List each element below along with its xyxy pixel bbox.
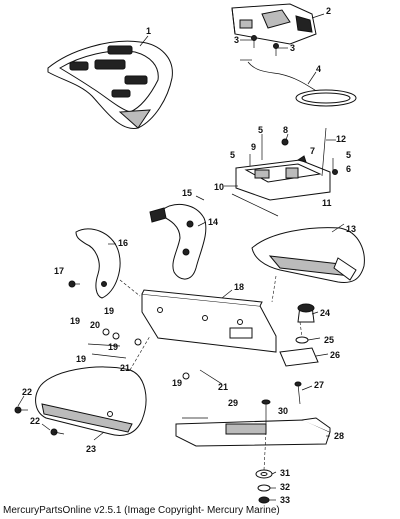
callout-labels: 1 2 3 3 4 5 8 9 7 12 5 5 6 10 11 15 14 1… bbox=[22, 6, 356, 505]
leader-lines bbox=[17, 13, 345, 501]
callout-13: 13 bbox=[346, 224, 356, 234]
part-base-plate-28 bbox=[175, 417, 331, 447]
callout-20: 20 bbox=[90, 320, 100, 330]
callout-16: 16 bbox=[118, 238, 128, 248]
callout-3a: 3 bbox=[234, 35, 239, 45]
exploded-parts-diagram: 1 2 3 3 4 5 8 9 7 12 5 5 6 10 11 15 14 1… bbox=[14, 3, 365, 505]
callout-30: 30 bbox=[278, 406, 288, 416]
part-washer-25 bbox=[295, 336, 309, 344]
callout-27: 27 bbox=[314, 380, 324, 390]
part-main-plate-18 bbox=[141, 289, 277, 353]
callout-28: 28 bbox=[334, 431, 344, 441]
callout-18: 18 bbox=[234, 282, 244, 292]
callout-5a: 5 bbox=[258, 125, 263, 135]
part-screws-3 bbox=[251, 35, 279, 56]
callout-4: 4 bbox=[316, 64, 321, 74]
part-lever-14 bbox=[149, 203, 207, 280]
callout-3b: 3 bbox=[290, 43, 295, 53]
callout-6: 6 bbox=[346, 164, 351, 174]
callout-1: 1 bbox=[146, 26, 151, 36]
part-side-cover-right bbox=[251, 227, 365, 283]
callout-21a: 21 bbox=[120, 363, 130, 373]
callout-23: 23 bbox=[86, 444, 96, 454]
part-bracket-16 bbox=[75, 228, 121, 299]
part-knob-24 bbox=[297, 303, 315, 323]
part-pins bbox=[87, 328, 223, 385]
callout-19d: 19 bbox=[76, 354, 86, 364]
callout-25: 25 bbox=[324, 335, 334, 345]
part-screw-17 bbox=[68, 280, 80, 288]
callout-22a: 22 bbox=[22, 387, 32, 397]
callout-19a: 19 bbox=[104, 306, 114, 316]
part-plate-26 bbox=[279, 347, 319, 367]
callout-11: 11 bbox=[322, 198, 332, 208]
callout-2: 2 bbox=[326, 6, 331, 16]
part-control-bracket bbox=[231, 127, 338, 217]
callout-29: 29 bbox=[228, 398, 238, 408]
callout-14: 14 bbox=[208, 217, 218, 227]
part-side-cover-left bbox=[35, 366, 147, 436]
part-screws-22 bbox=[14, 406, 65, 436]
callout-19e: 19 bbox=[172, 378, 182, 388]
callout-19c: 19 bbox=[108, 342, 118, 352]
callout-9: 9 bbox=[251, 142, 256, 152]
part-upper-housing bbox=[231, 3, 317, 45]
callout-19b: 19 bbox=[70, 316, 80, 326]
callout-33: 33 bbox=[280, 495, 290, 505]
part-top-cover bbox=[47, 40, 173, 129]
callout-31: 31 bbox=[280, 468, 290, 478]
assembly-lines bbox=[119, 275, 303, 471]
callout-22b: 22 bbox=[30, 416, 40, 426]
callout-17: 17 bbox=[54, 266, 64, 276]
callout-7: 7 bbox=[310, 146, 315, 156]
part-washers bbox=[255, 469, 273, 504]
callout-12: 12 bbox=[336, 134, 346, 144]
part-cable-4 bbox=[240, 59, 357, 107]
callout-26: 26 bbox=[330, 350, 340, 360]
callout-5b: 5 bbox=[230, 150, 235, 160]
callout-15: 15 bbox=[182, 188, 192, 198]
callout-24: 24 bbox=[320, 308, 330, 318]
footer-copyright: MercuryPartsOnline v2.5.1 (Image Copyrig… bbox=[3, 505, 280, 516]
callout-10: 10 bbox=[214, 182, 224, 192]
part-bolt-27 bbox=[294, 381, 302, 405]
callout-21b: 21 bbox=[218, 382, 228, 392]
callout-8: 8 bbox=[283, 125, 288, 135]
part-bolt-30 bbox=[261, 399, 271, 426]
callout-32: 32 bbox=[280, 482, 290, 492]
callout-5c: 5 bbox=[346, 150, 351, 160]
